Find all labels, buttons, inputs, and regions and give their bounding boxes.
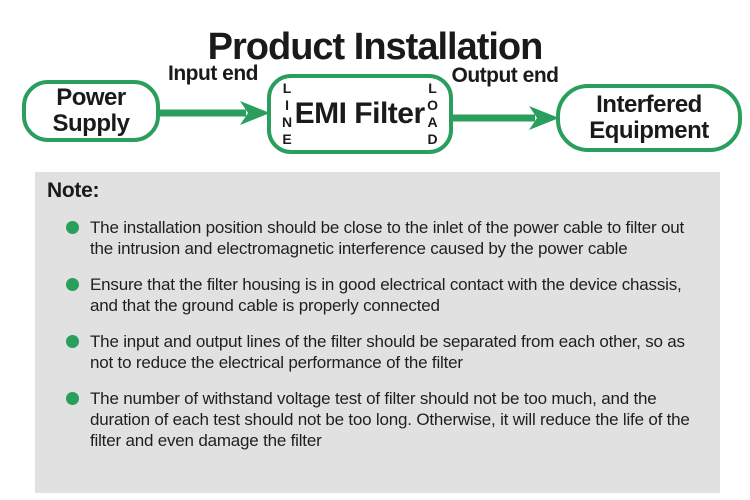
note-item: Ensure that the filter housing is in goo… [66, 274, 704, 316]
interfered-line1: Interfered [596, 91, 702, 118]
note-list: The installation position should be clos… [47, 217, 704, 451]
note-item-text: The installation position should be clos… [90, 218, 685, 258]
line-port-label: L I N E [282, 80, 293, 147]
note-item-text: Ensure that the filter housing is in goo… [90, 275, 682, 315]
input-end-label: Input end [168, 62, 258, 85]
note-heading: Note: [47, 179, 100, 202]
note-item-text: The number of withstand voltage test of … [90, 389, 690, 450]
bullet-icon [66, 278, 79, 291]
interfered-equipment-box: Interfered Equipment [556, 84, 742, 152]
power-supply-box: Power Supply [22, 80, 160, 142]
bullet-icon [66, 392, 79, 405]
bullet-icon [66, 335, 79, 348]
power-supply-label: Power Supply [52, 84, 130, 137]
emi-filter-box: L I N E EMI Filter L O A D [267, 74, 453, 154]
output-arrow-icon [451, 105, 559, 131]
note-item: The input and output lines of the filter… [66, 331, 704, 373]
note-item: The installation position should be clos… [66, 217, 704, 259]
note-panel: Note: The installation position should b… [35, 172, 720, 493]
interfered-equipment-label: Interfered Equipment [589, 92, 709, 144]
load-port-label: L O A D [427, 80, 438, 147]
interfered-line2: Equipment [589, 117, 709, 144]
bullet-icon [66, 221, 79, 234]
power-supply-line2: Supply [52, 110, 130, 137]
output-end-label: Output end [451, 64, 559, 87]
note-item-text: The input and output lines of the filter… [90, 332, 685, 372]
power-supply-line1: Power [56, 84, 126, 111]
note-item: The number of withstand voltage test of … [66, 388, 704, 451]
input-arrow-icon [158, 100, 270, 126]
emi-filter-label: EMI Filter [294, 97, 426, 130]
page-title: Product Installation [207, 26, 544, 69]
